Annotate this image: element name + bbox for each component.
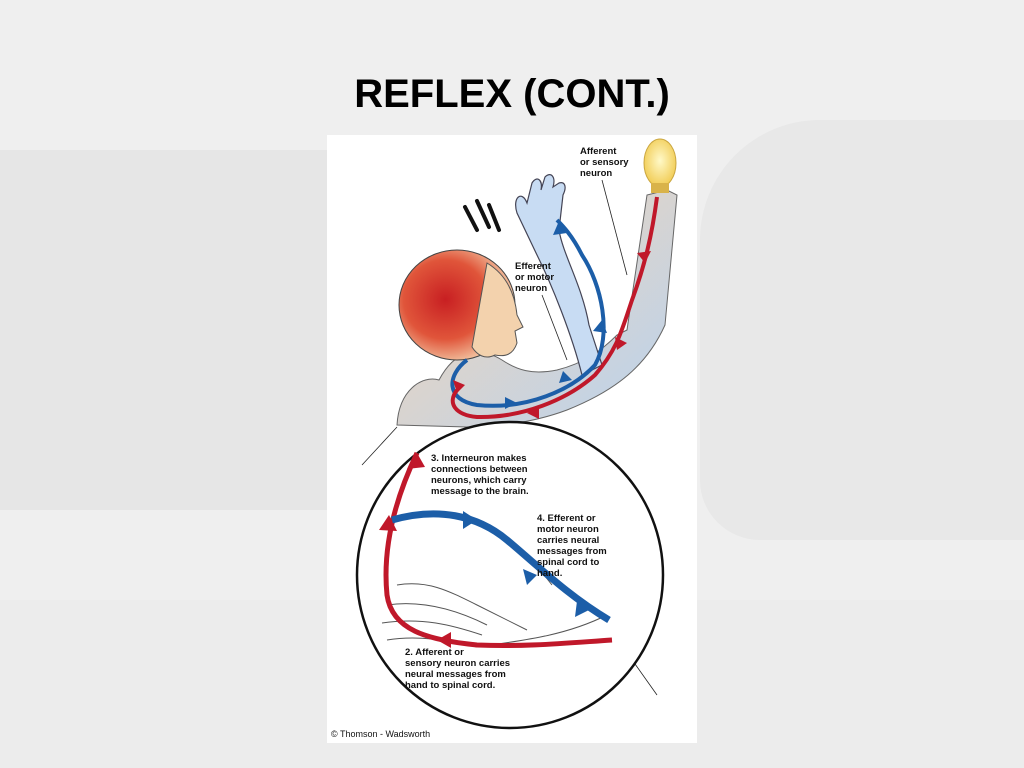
background-panel-right — [700, 120, 1024, 540]
efferent-arrow-2 — [559, 371, 572, 383]
afferent-arrow-2 — [615, 337, 627, 350]
face-profile — [471, 262, 524, 358]
step3-interneuron-label: 3. Interneuron makes connections between… — [431, 453, 529, 497]
magnified-view-circle — [355, 420, 665, 730]
step2-afferent-label: 2. Afferent or sensory neuron carries ne… — [405, 647, 511, 691]
light-bulb-icon — [643, 138, 677, 193]
afferent-arrow-m2 — [379, 515, 397, 531]
step4-efferent-label: 4. Efferent or motor neuron carries neur… — [537, 513, 607, 579]
efferent-arrow-4 — [553, 221, 567, 235]
reflex-diagram: Afferent or sensory neuron Efferent or m… — [327, 135, 697, 743]
efferent-arrow-m3 — [575, 601, 589, 617]
reflex-illustration — [355, 138, 678, 730]
copyright-notice: © Thomson - Wadsworth — [331, 729, 431, 739]
efferent-neuron-label: Efferent or motor neuron — [515, 261, 555, 294]
raised-hand-silhouette — [515, 174, 603, 376]
afferent-arrow-m3 — [437, 632, 451, 648]
afferent-pathway-upper — [450, 196, 659, 420]
efferent-arrow-1 — [505, 397, 517, 409]
efferent-pathway-upper — [450, 218, 606, 408]
afferent-arrow-4 — [453, 380, 465, 393]
afferent-arrow-m1 — [407, 453, 425, 469]
efferent-pathway-magnified — [391, 510, 611, 624]
efferent-arrow-m1 — [463, 511, 477, 529]
afferent-arrow-3 — [527, 407, 539, 419]
afferent-neuron-label: Afferent or sensory neuron — [580, 146, 629, 179]
efferent-arrow-m2 — [523, 569, 537, 585]
afferent-arrow-1 — [637, 251, 651, 263]
slide-title: REFLEX (CONT.) — [354, 72, 670, 116]
pain-lines-icon — [463, 199, 501, 232]
efferent-arrow-3 — [593, 320, 607, 333]
background-panel-left — [0, 150, 330, 510]
